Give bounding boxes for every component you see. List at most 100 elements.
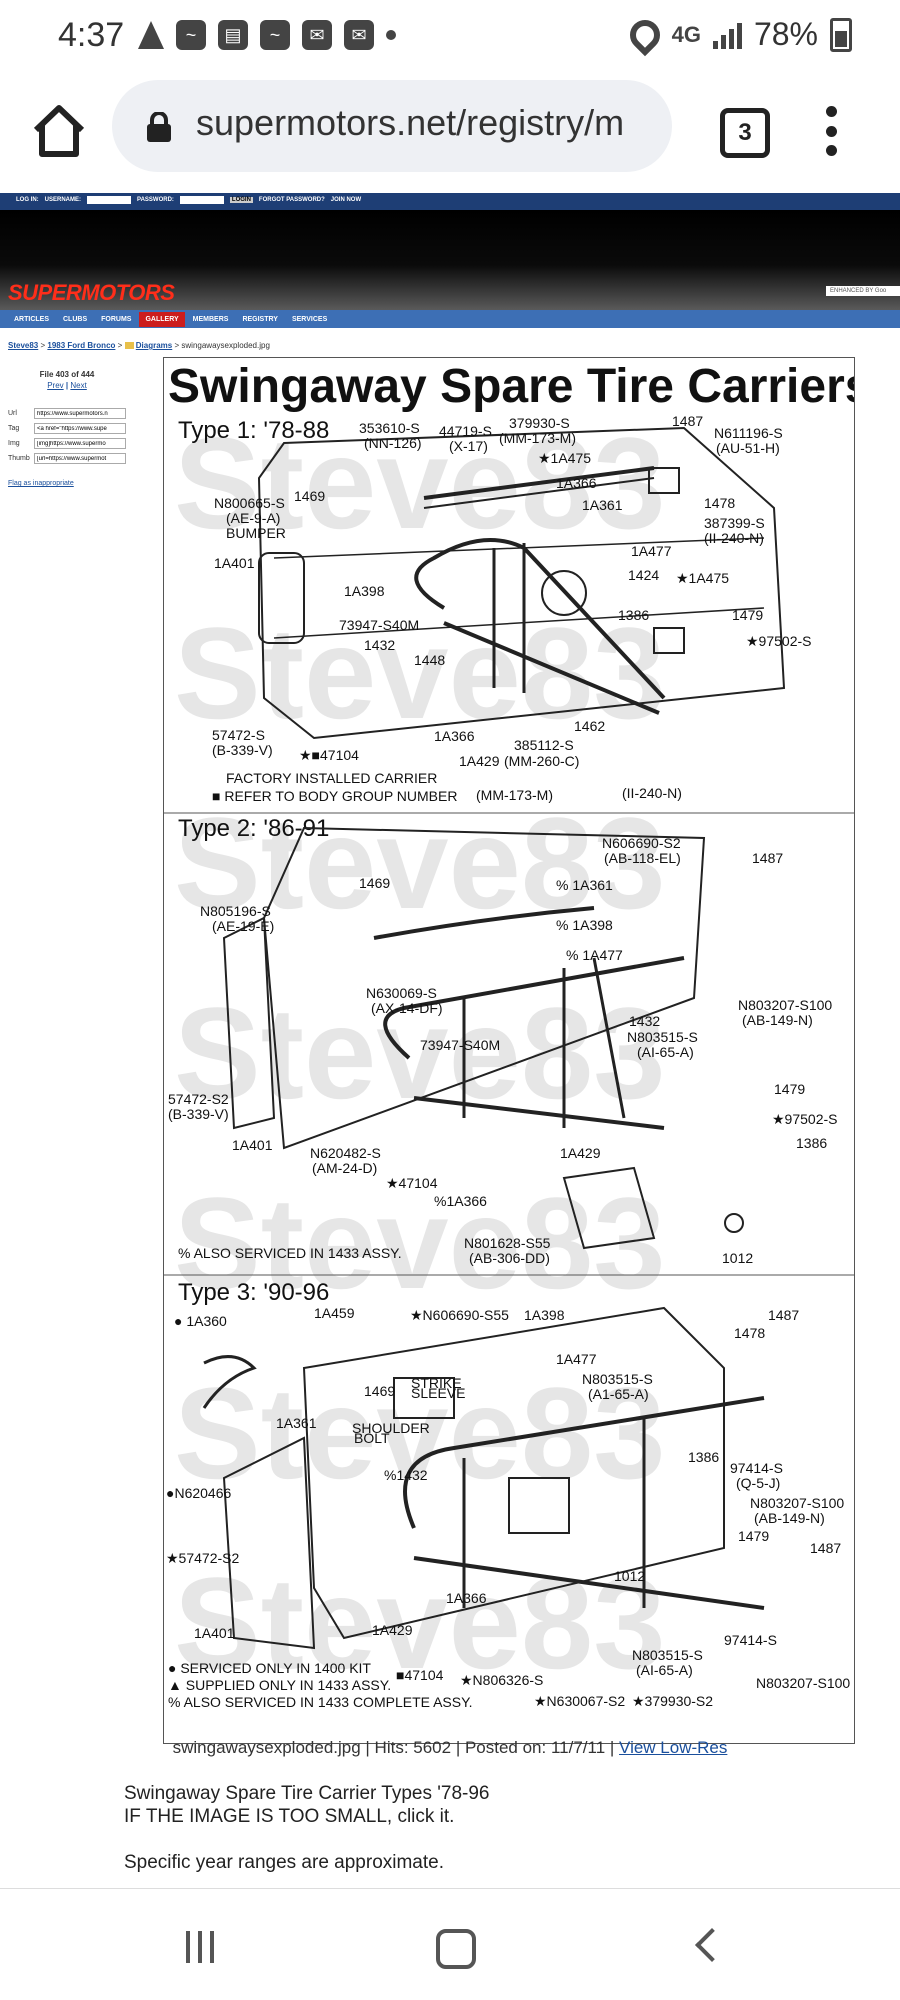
prev-link[interactable]: Prev [47, 381, 64, 390]
file-count: File 403 of 444 [39, 370, 95, 379]
svg-text:(AB-118-EL): (AB-118-EL) [604, 850, 681, 866]
breadcrumb-user[interactable]: Steve83 [8, 341, 39, 350]
recent-apps-icon[interactable] [186, 1931, 214, 1963]
type3-title: Type 3: '90-96 [178, 1279, 329, 1306]
svg-text:(X-17): (X-17) [449, 438, 488, 454]
type1-part-labels: 353610-S (NN-126) 44719-S (X-17) 379930-… [212, 413, 811, 803]
svg-text:N803207-S100: N803207-S100 [756, 1675, 850, 1691]
svg-text:73947-S40M: 73947-S40M [339, 617, 419, 633]
svg-text:●N620466: ●N620466 [166, 1485, 231, 1501]
exploded-diagram-image[interactable]: Steve83 Steve83 Steve83 Steve83 Steve83 … [163, 357, 855, 1744]
svg-text:1A361: 1A361 [582, 497, 623, 513]
svg-text:★N806326-S: ★N806326-S [460, 1672, 543, 1688]
svg-text:1A398: 1A398 [524, 1307, 565, 1323]
img-field[interactable] [34, 438, 126, 449]
menu-icon[interactable] [826, 106, 838, 156]
svg-text:1386: 1386 [796, 1135, 827, 1151]
nav-gallery[interactable]: GALLERY [139, 311, 185, 327]
svg-text:57472-S: 57472-S [212, 727, 265, 743]
svg-text:1479: 1479 [774, 1081, 805, 1097]
site-logo[interactable]: SUPERMOTORS [8, 280, 175, 305]
flag-inappropriate-link[interactable]: Flag as inappropriate [8, 480, 74, 487]
home-icon[interactable] [30, 102, 88, 160]
breadcrumb-sep: > [117, 341, 123, 350]
svg-text:1A429: 1A429 [459, 753, 500, 769]
signal-icon [712, 21, 742, 49]
tag-field[interactable] [34, 423, 126, 434]
svg-text:Steve83: Steve83 [174, 600, 666, 746]
type1-note-factory: FACTORY INSTALLED CARRIER [226, 770, 437, 786]
svg-text:% 1A361: % 1A361 [556, 877, 613, 893]
nav-forums[interactable]: FORUMS [101, 315, 132, 323]
url-field-label: Url [8, 410, 17, 417]
divider [0, 1888, 900, 1889]
breadcrumb-file: swingawaysexploded.jpg [181, 341, 270, 350]
svg-text:Steve83: Steve83 [174, 410, 666, 556]
nav-registry[interactable]: REGISTRY [242, 315, 278, 323]
type1-title: Type 1: '78-88 [178, 417, 329, 444]
login-button[interactable]: LOGIN [229, 197, 253, 203]
nav-services[interactable]: SERVICES [291, 315, 328, 323]
svg-text:1A366: 1A366 [434, 728, 475, 744]
watermark: Steve83 Steve83 Steve83 Steve83 Steve83 … [174, 410, 666, 1696]
view-low-res-link[interactable]: View Low-Res [619, 1738, 728, 1757]
svg-text:1A429: 1A429 [560, 1145, 601, 1161]
svg-text:N803515-S: N803515-S [582, 1371, 653, 1387]
svg-text:★57472-S2: ★57472-S2 [166, 1550, 239, 1566]
join-now-link[interactable]: JOIN NOW [330, 197, 362, 203]
address-bar[interactable]: supermotors.net/registry/m [112, 80, 672, 172]
back-icon[interactable] [695, 1928, 729, 1962]
url-field[interactable] [34, 408, 126, 419]
home-button-icon[interactable] [436, 1929, 476, 1969]
svg-text:(AM-24-D): (AM-24-D) [312, 1160, 377, 1176]
svg-text:(II-240-N): (II-240-N) [622, 785, 682, 801]
svg-text:1432: 1432 [629, 1013, 660, 1029]
svg-text:(AU-51-H): (AU-51-H) [716, 440, 780, 456]
network-type: 4G [671, 21, 701, 47]
svg-text:(MM-173-M): (MM-173-M) [499, 430, 576, 446]
system-nav-bar [0, 1889, 900, 2000]
nav-articles[interactable]: ARTICLES [14, 315, 49, 323]
svg-text:N620482-S: N620482-S [310, 1145, 381, 1161]
nav-members[interactable]: MEMBERS [192, 315, 229, 323]
username-input[interactable] [87, 196, 132, 204]
svg-text:1A401: 1A401 [214, 555, 255, 571]
next-link[interactable]: Next [70, 381, 87, 390]
svg-text:N800665-S: N800665-S [214, 495, 285, 511]
thumb-field[interactable] [34, 453, 126, 464]
svg-text:★1A475: ★1A475 [538, 450, 591, 466]
type3-note-3: % ALSO SERVICED IN 1433 COMPLETE ASSY. [168, 1694, 473, 1710]
svg-text:1A366: 1A366 [556, 475, 597, 491]
svg-text:1A361: 1A361 [276, 1415, 317, 1431]
svg-text:57472-S2: 57472-S2 [168, 1091, 229, 1107]
tag-field-label: Tag [8, 425, 20, 432]
app-notification-icon: ~ [176, 20, 206, 50]
svg-text:(NN-126): (NN-126) [364, 435, 422, 451]
url-text[interactable]: supermotors.net/registry/m [196, 102, 625, 143]
svg-text:BUMPER: BUMPER [226, 525, 286, 541]
svg-text:385112-S: 385112-S [514, 737, 574, 753]
svg-text:44719-S: 44719-S [439, 423, 492, 439]
svg-text:1A398: 1A398 [344, 583, 385, 599]
status-bar: 4:37 ~ ▤ ~ ✉ ✉ 4G 78% [0, 0, 900, 72]
svg-text:★1A475: ★1A475 [676, 570, 729, 586]
svg-text:★N630067-S2: ★N630067-S2 [534, 1693, 625, 1709]
svg-text:★N606690-S55: ★N606690-S55 [410, 1307, 509, 1323]
svg-text:N801628-S55: N801628-S55 [464, 1235, 551, 1251]
breadcrumb-vehicle[interactable]: 1983 Ford Bronco [47, 341, 116, 350]
svg-text:1469: 1469 [294, 488, 325, 504]
breadcrumb-folder[interactable]: Diagrams [135, 341, 173, 350]
svg-text:1469: 1469 [359, 875, 390, 891]
svg-text:STRIKE: STRIKE [411, 1375, 462, 1391]
image-stats: swingawaysexploded.jpg | Hits: 5602 | Po… [172, 1738, 620, 1757]
svg-text:1487: 1487 [810, 1540, 841, 1556]
forgot-password-link[interactable]: FORGOT PASSWORD? [258, 197, 325, 203]
type3-note-1: ● SERVICED ONLY IN 1400 KIT [168, 1660, 371, 1676]
svg-text:1487: 1487 [672, 413, 703, 429]
tab-switcher-button[interactable]: 3 [720, 108, 770, 158]
password-input[interactable] [179, 196, 224, 204]
nav-clubs[interactable]: CLUBS [63, 315, 88, 323]
svg-text:1469: 1469 [364, 1383, 395, 1399]
thumb-field-label: Thumb [8, 455, 30, 462]
svg-text:% 1A398: % 1A398 [556, 917, 613, 933]
